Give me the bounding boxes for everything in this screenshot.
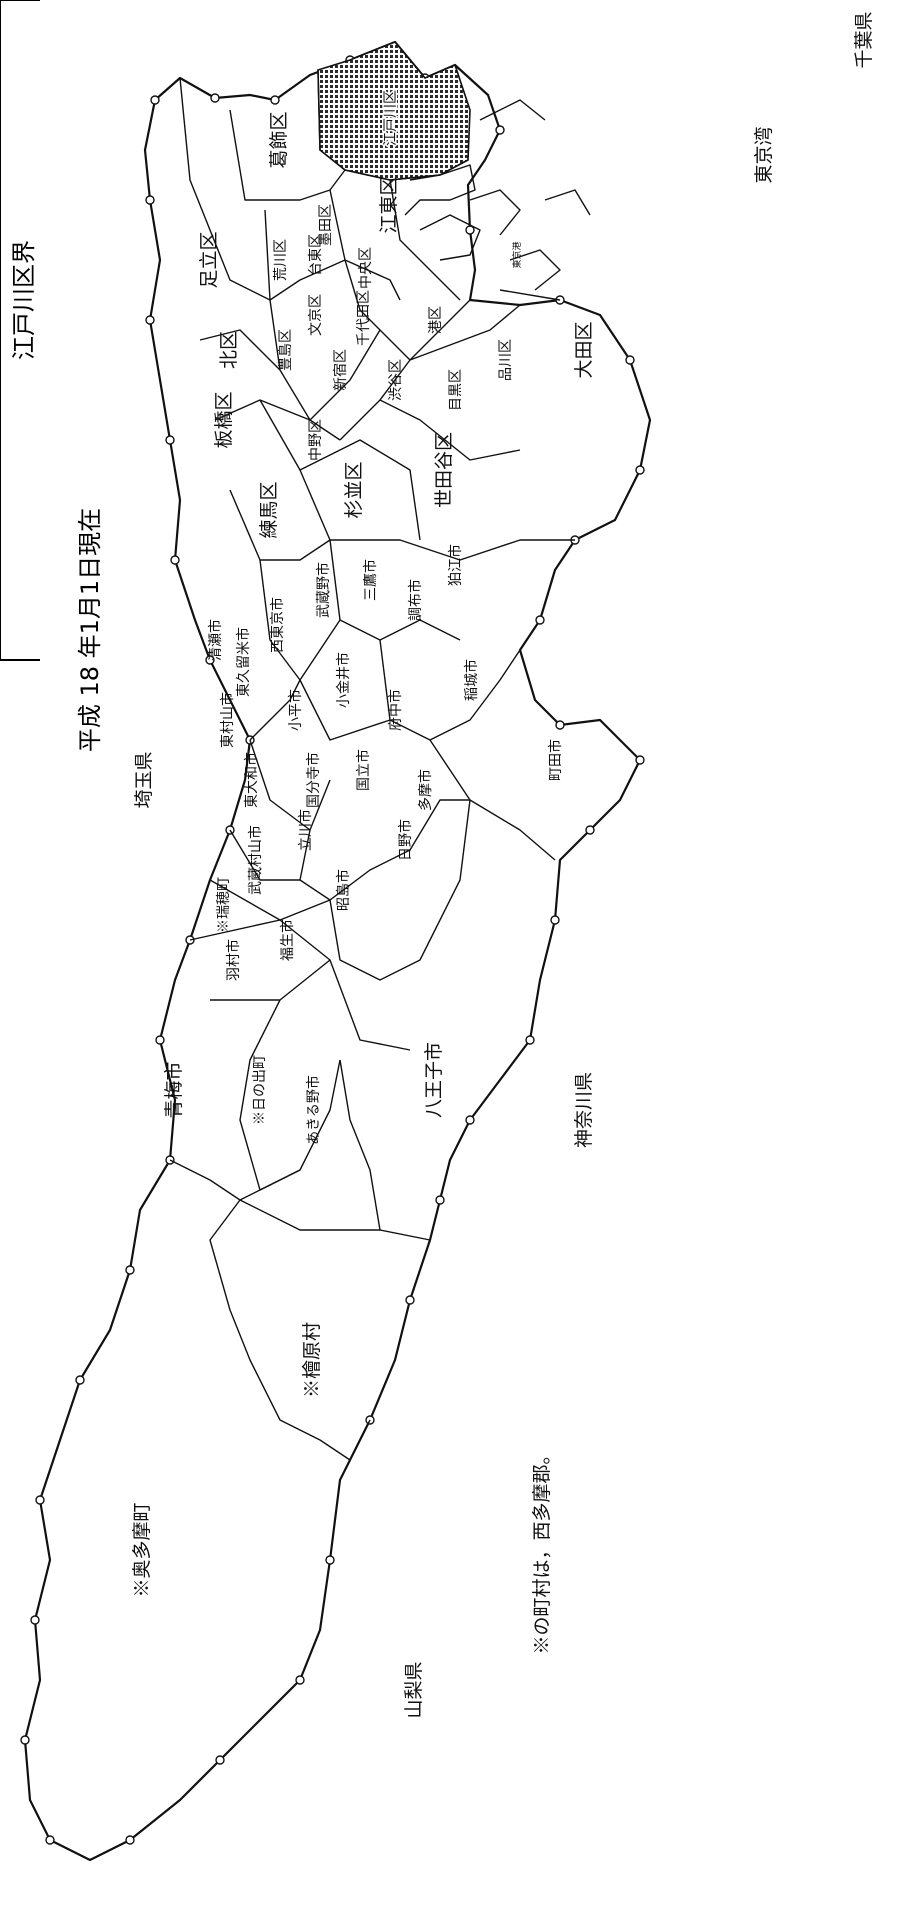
- city-musashimurayama: 武蔵村山市: [247, 825, 264, 895]
- prefecture-kanagawa: 神奈川県: [573, 1072, 595, 1148]
- map-title: 江戸川区界: [10, 240, 38, 360]
- city-tama: 多摩市: [417, 769, 434, 811]
- ward-suginami: 杉並区: [343, 461, 365, 518]
- ward-labels: 江戸川区 葛飾区 足立区 墨田区 江東区 荒川区 台東区 中央区 北区 文京区 …: [198, 89, 595, 539]
- ward-adachi: 足立区: [198, 231, 220, 288]
- city-akishima: 昭島市: [335, 869, 352, 911]
- city-inagi: 稲城市: [463, 659, 480, 701]
- ward-katsushika: 葛飾区: [268, 111, 290, 168]
- tokyo-bay-coastline: [404, 99, 591, 301]
- city-musashino: 武蔵野市: [315, 562, 332, 618]
- city-machida: 町田市: [547, 739, 564, 781]
- city-higashikurume: 東久留米市: [235, 627, 252, 697]
- prefecture-yamanashi: 山梨県: [403, 1661, 425, 1718]
- city-ome: 青梅市: [163, 1061, 185, 1118]
- city-fuchu: 府中市: [387, 689, 404, 731]
- ward-minato: 港区: [428, 306, 444, 334]
- footnote: ※の町村は，西多摩郡。: [531, 1445, 553, 1654]
- city-akiruno: あきる野市: [305, 1075, 322, 1145]
- ward-sumida: 墨田区: [318, 204, 334, 246]
- ward-bunkyo: 文京区: [308, 294, 324, 336]
- port-label: 東京港: [511, 241, 523, 268]
- city-tachikawa: 立川市: [297, 809, 314, 851]
- ward-shibuya: 渋谷区: [388, 359, 404, 401]
- city-kunitachi: 国立市: [355, 749, 372, 791]
- tokyo-outer-boundary: [23, 40, 652, 1862]
- city-kiyose: 清瀬市: [207, 619, 224, 661]
- ward-shinjuku: 新宿区: [332, 349, 349, 391]
- ward-arakawa: 荒川区: [273, 239, 289, 281]
- town-okutama: ※奥多摩町: [131, 1502, 153, 1597]
- ward-chuo: 中央区: [358, 247, 374, 289]
- town-hinode: ※日の出町: [252, 1055, 268, 1125]
- ward-setagaya: 世田谷区: [433, 432, 455, 508]
- water-tokyo-bay: 東京湾: [753, 126, 775, 183]
- ward-toshima: 豊島区: [278, 329, 294, 371]
- city-hamura: 羽村市: [225, 939, 242, 981]
- city-hachioji: 八王子市: [423, 1042, 445, 1118]
- as-of-date: 平成 18 年1月1日現在: [76, 508, 104, 752]
- ward-taito: 台東区: [308, 234, 324, 276]
- prefecture-saitama: 埼玉県: [133, 751, 155, 808]
- ward-shinagawa: 品川区: [498, 339, 514, 381]
- town-mizuho: ※瑞穂町: [216, 877, 232, 933]
- ward-nerima: 練馬区: [258, 481, 280, 538]
- city-komae: 狛江市: [447, 544, 464, 586]
- city-higashimurayama: 東村山市: [219, 692, 236, 748]
- ward-ota: 大田区: [573, 321, 595, 378]
- ward-chiyoda: 千代田区: [356, 290, 372, 346]
- ward-edogawa: 江戸川区: [383, 90, 399, 146]
- city-nishitokyo: 西東京市: [269, 597, 286, 653]
- ward-itabashi: 板橋区: [213, 391, 235, 448]
- city-koganei: 小金井市: [335, 652, 352, 708]
- municipal-boundaries: [169, 69, 575, 1461]
- city-kodaira: 小平市: [287, 689, 304, 731]
- city-higashiyamato: 東大和市: [243, 752, 260, 808]
- city-labels: 狛江市 調布市 三鷹市 武蔵野市 西東京市 清瀬市 東久留米市 東村山市 小平市…: [131, 544, 564, 1598]
- ward-nakano: 中野区: [308, 419, 324, 461]
- city-hino: 日野市: [397, 819, 414, 861]
- ward-koto: 江東区: [378, 176, 400, 233]
- city-fussa: 福生市: [279, 919, 296, 961]
- city-chofu: 調布市: [407, 579, 424, 621]
- ward-kita: 北区: [218, 331, 240, 369]
- prefecture-chiba: 千葉県: [853, 11, 875, 68]
- header-box: [0, 0, 40, 661]
- ward-meguro: 目黒区: [448, 369, 464, 411]
- village-hinohara: ※檜原村: [300, 1322, 323, 1398]
- city-kokubunji: 国分寺市: [305, 752, 322, 808]
- city-mitaka: 三鷹市: [362, 559, 379, 601]
